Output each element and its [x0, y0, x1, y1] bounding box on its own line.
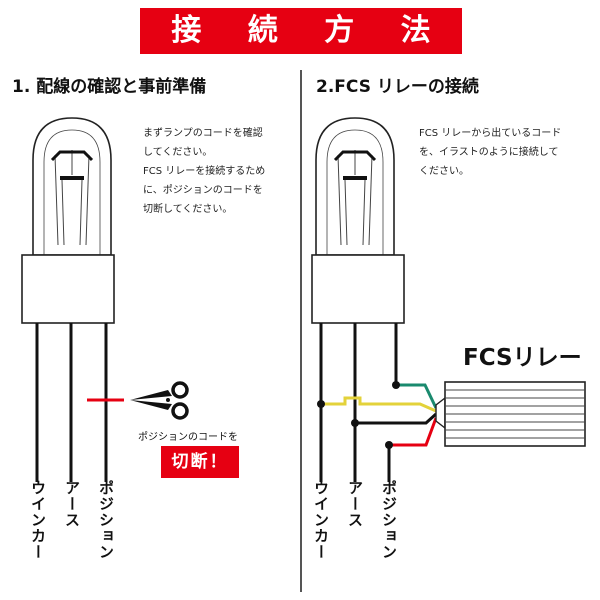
step1-note-line: まずランプのコードを確認	[143, 128, 263, 139]
wire-label-earth-left: アース	[63, 480, 81, 528]
bulb-glass	[32, 117, 112, 256]
step2-note-line: ください。	[419, 166, 469, 177]
step2-heading: 2.FCS リレーの接続	[316, 77, 479, 97]
relay-connector	[435, 396, 446, 430]
wire-label-winker-left: ウインカー	[29, 480, 47, 560]
step2-instructions: FCS リレーから出ているコード を、イラストのように接続して ください。	[419, 124, 561, 181]
wire-label-winker-right: ウインカー	[312, 480, 330, 560]
step1-heading: 1. 配線の確認と事前準備	[12, 77, 207, 97]
relay-ridges	[445, 389, 585, 439]
relay-wire-red	[389, 417, 438, 447]
bulb-filament-top	[333, 150, 377, 162]
bulb-inner-glass	[326, 129, 384, 255]
cut-instruction: ポジションのコードを	[138, 432, 238, 443]
junction-dot	[385, 441, 393, 449]
step1-note-line: してください。	[143, 147, 213, 158]
relay-wire-black	[355, 412, 438, 425]
page-title-banner: 接 続 方 法	[140, 8, 462, 54]
scissors-icon	[130, 381, 189, 420]
relay-wire-yellow	[321, 396, 437, 413]
relay-label: FCSリレー	[463, 345, 582, 371]
step2-note-line: FCS リレーから出ているコード	[419, 128, 562, 139]
cut-badge: 切断！	[161, 446, 239, 478]
bulb-right	[311, 117, 405, 324]
bulb-filament-supports	[54, 150, 90, 246]
step1-instructions: まずランプのコードを確認 してください。 FCS リレーを接続するため に、ポジ…	[143, 124, 265, 219]
junction-dot	[351, 419, 359, 427]
bulb-inner-glass	[43, 129, 101, 255]
step2-note-line: を、イラストのように接続して	[419, 147, 559, 158]
left-wires	[35, 323, 124, 482]
bulb-base	[21, 254, 115, 324]
bulb-filament-supports	[337, 150, 373, 246]
junction-dot	[392, 381, 400, 389]
bulb-filament-coil	[60, 176, 84, 180]
bulb-filament-top	[50, 150, 94, 162]
relay-wires	[317, 381, 438, 449]
bulb-filament-coil	[343, 176, 367, 180]
bulb-glass	[315, 117, 395, 256]
wire-label-earth-right: アース	[346, 480, 364, 528]
wire-label-position-right: ポジション	[380, 480, 398, 560]
bulb-left	[21, 117, 115, 324]
step1-note-line: 切断してください。	[143, 204, 233, 215]
relay-wire-green	[396, 383, 438, 409]
step1-note-line: に、ポジションのコードを	[143, 185, 263, 196]
section-divider	[300, 70, 302, 592]
fcs-relay	[435, 381, 586, 447]
wire-label-position-left: ポジション	[97, 480, 115, 560]
step1-note-line: FCS リレーを接続するため	[143, 166, 266, 177]
bulb-base	[311, 254, 405, 324]
junction-dot	[317, 400, 325, 408]
